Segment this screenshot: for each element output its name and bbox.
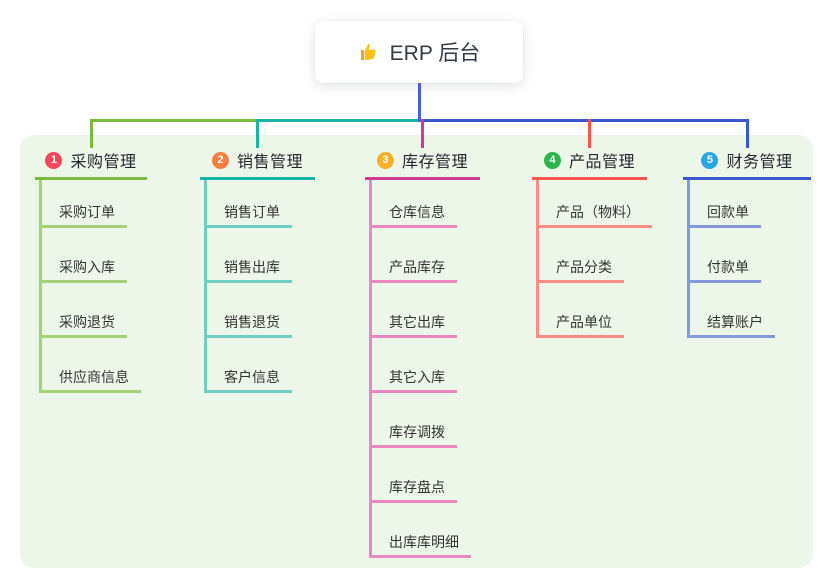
branch-number-badge: 5 [701,151,719,169]
child-node[interactable]: 供应商信息 [39,338,141,393]
child-node[interactable]: 产品单位 [536,283,624,338]
child-node[interactable]: 采购退货 [39,283,127,338]
child-node[interactable]: 库存盘点 [369,448,457,503]
branch-number-badge: 4 [543,151,561,169]
child-node[interactable]: 销售退货 [204,283,292,338]
branch-3: 3 库存管理仓库信息产品库存其它出库其它入库库存调拨库存盘点出库库明细 [365,143,480,558]
connector-drop-branch-4 [588,119,591,148]
child-node[interactable]: 回款单 [687,180,761,228]
branch-title: 库存管理 [401,154,468,171]
child-node[interactable]: 出库库明细 [369,503,471,558]
branch-number-badge: 3 [376,151,394,169]
branch-title: 采购管理 [70,154,137,171]
branch-header[interactable]: 3 库存管理 [365,143,480,180]
connector-horizontal-green [91,119,258,122]
branch-number-badge: 1 [45,151,63,169]
child-node[interactable]: 产品分类 [536,228,624,283]
child-node[interactable]: 其它出库 [369,283,457,338]
branch-header[interactable]: 1 采购管理 [35,143,147,180]
child-node[interactable]: 采购入库 [39,228,127,283]
canvas-background [20,135,813,568]
branch-title: 财务管理 [726,154,793,171]
root-node[interactable]: ERP 后台 [315,21,523,83]
child-node[interactable]: 结算账户 [687,283,775,338]
connector-drop-branch-3 [421,119,424,148]
branch-number-badge: 2 [211,151,229,169]
branch-children: 采购订单采购入库采购退货供应商信息 [39,180,147,393]
root-label: ERP 后台 [389,42,481,65]
child-node[interactable]: 采购订单 [39,180,127,228]
branch-header[interactable]: 5 财务管理 [683,143,811,180]
child-node[interactable]: 客户信息 [204,338,292,393]
branch-5: 5 财务管理回款单付款单结算账户 [683,143,811,338]
child-node[interactable]: 其它入库 [369,338,457,393]
child-node[interactable]: 库存调拨 [369,393,457,448]
branch-header[interactable]: 2 销售管理 [200,143,315,180]
child-node[interactable]: 仓库信息 [369,180,457,228]
branch-2: 2 销售管理销售订单销售出库销售退货客户信息 [200,143,315,393]
branch-children: 仓库信息产品库存其它出库其它入库库存调拨库存盘点出库库明细 [369,180,480,558]
branch-header[interactable]: 4 产品管理 [532,143,647,180]
branch-1: 1 采购管理采购订单采购入库采购退货供应商信息 [35,143,147,393]
branch-4: 4 产品管理产品（物料）产品分类产品单位 [532,143,652,338]
branch-children: 销售订单销售出库销售退货客户信息 [204,180,315,393]
connector-horizontal-blue [417,119,749,122]
child-node[interactable]: 付款单 [687,228,761,283]
connector-drop-branch-2 [256,119,259,148]
child-node[interactable]: 销售订单 [204,180,292,228]
branch-children: 回款单付款单结算账户 [687,180,811,338]
child-node[interactable]: 产品（物料） [536,180,652,228]
branch-children: 产品（物料）产品分类产品单位 [536,180,652,338]
connector-drop-branch-1 [89,119,93,148]
child-node[interactable]: 销售出库 [204,228,292,283]
branch-title: 销售管理 [236,154,303,171]
connector-root-vertical [417,83,421,122]
connector-horizontal-teal [257,119,419,122]
child-node[interactable]: 产品库存 [369,228,457,283]
connector-drop-branch-5 [745,119,749,148]
thumbs-up-icon [358,41,381,64]
branch-title: 产品管理 [568,154,635,171]
